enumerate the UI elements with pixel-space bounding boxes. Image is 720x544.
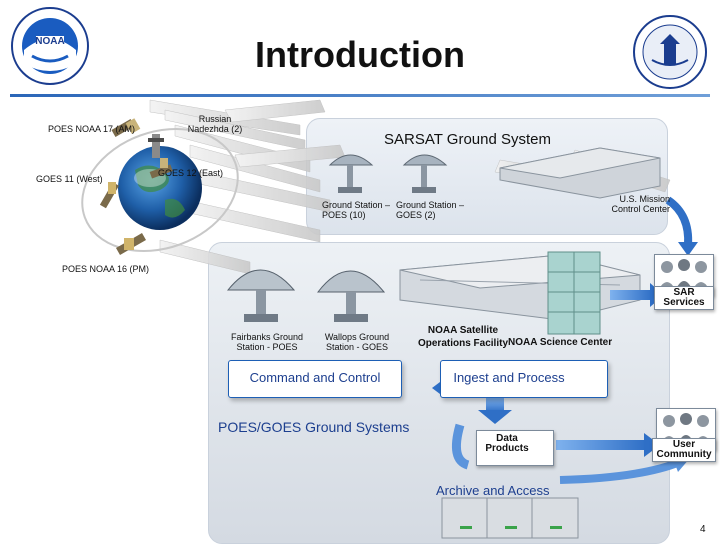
satellite-poes16 <box>116 233 146 255</box>
noaa-logo-text: NOAA <box>35 36 65 47</box>
ingest-process-box <box>440 360 608 398</box>
sarsat-title: SARSAT Ground System <box>384 131 552 148</box>
satellite-goes12 <box>149 158 173 179</box>
label-nsof: NOAA Satellite Operations Facility <box>417 325 509 349</box>
arrow-ingest-left <box>432 382 440 394</box>
sarsat-dish-poes <box>328 154 374 193</box>
command-control-box <box>228 360 402 398</box>
label-gs-poes: Ground Station – POES (10) <box>322 200 391 220</box>
label-fairbanks: Fairbanks Ground Station - POES <box>230 332 304 352</box>
ground-systems-title: POES/GOES Ground Systems <box>218 419 410 435</box>
arrow-mission-to-sar <box>665 196 693 246</box>
sarsat-dish-goes <box>402 154 448 193</box>
command-control-label: Command and Control <box>249 370 381 385</box>
label-science-center: NOAA Science Center <box>508 337 613 348</box>
ingest-process-label: Ingest and Process <box>453 370 565 385</box>
page-title: Introduction <box>255 34 465 75</box>
archive-servers <box>441 497 579 539</box>
mission-control-building <box>499 147 661 199</box>
label-mission-control: U.S. Mission Control Center <box>611 194 670 214</box>
noaa-logo <box>10 6 90 86</box>
sar-services-label: SAR Services <box>654 286 714 310</box>
label-poes17: POES NOAA 17 (AM) <box>48 124 136 134</box>
arrow-science-to-sar <box>610 290 652 300</box>
data-products-label: Data Products <box>485 433 529 454</box>
label-gs-goes: Ground Station – GOES (2) <box>396 200 465 220</box>
fairbanks-dish <box>226 269 296 322</box>
nsof-building <box>399 254 641 321</box>
label-goes11: GOES 11 (West) <box>36 174 103 184</box>
page-number: 4 <box>700 524 706 535</box>
label-russian: Russian Nadezhda (2) <box>187 114 243 134</box>
commerce-seal <box>632 14 708 90</box>
satellite-poes17 <box>111 118 141 137</box>
arrow-data-to-user <box>556 440 646 450</box>
user-community-label: User Community <box>652 438 716 462</box>
archive-access-label: Archive and Access <box>436 483 550 498</box>
satellite-goes11 <box>99 182 119 209</box>
data-products-box <box>476 430 554 466</box>
title-rule <box>10 94 710 97</box>
wallops-dish <box>316 270 386 322</box>
satellite-russian <box>148 134 164 158</box>
arrow-to-archive-left <box>451 423 470 470</box>
label-wallops: Wallops Ground Station - GOES <box>324 332 390 352</box>
label-poes16: POES NOAA 16 (PM) <box>62 264 150 274</box>
label-goes12: GOES 12 (East) <box>158 168 224 178</box>
science-center-building <box>547 251 601 335</box>
